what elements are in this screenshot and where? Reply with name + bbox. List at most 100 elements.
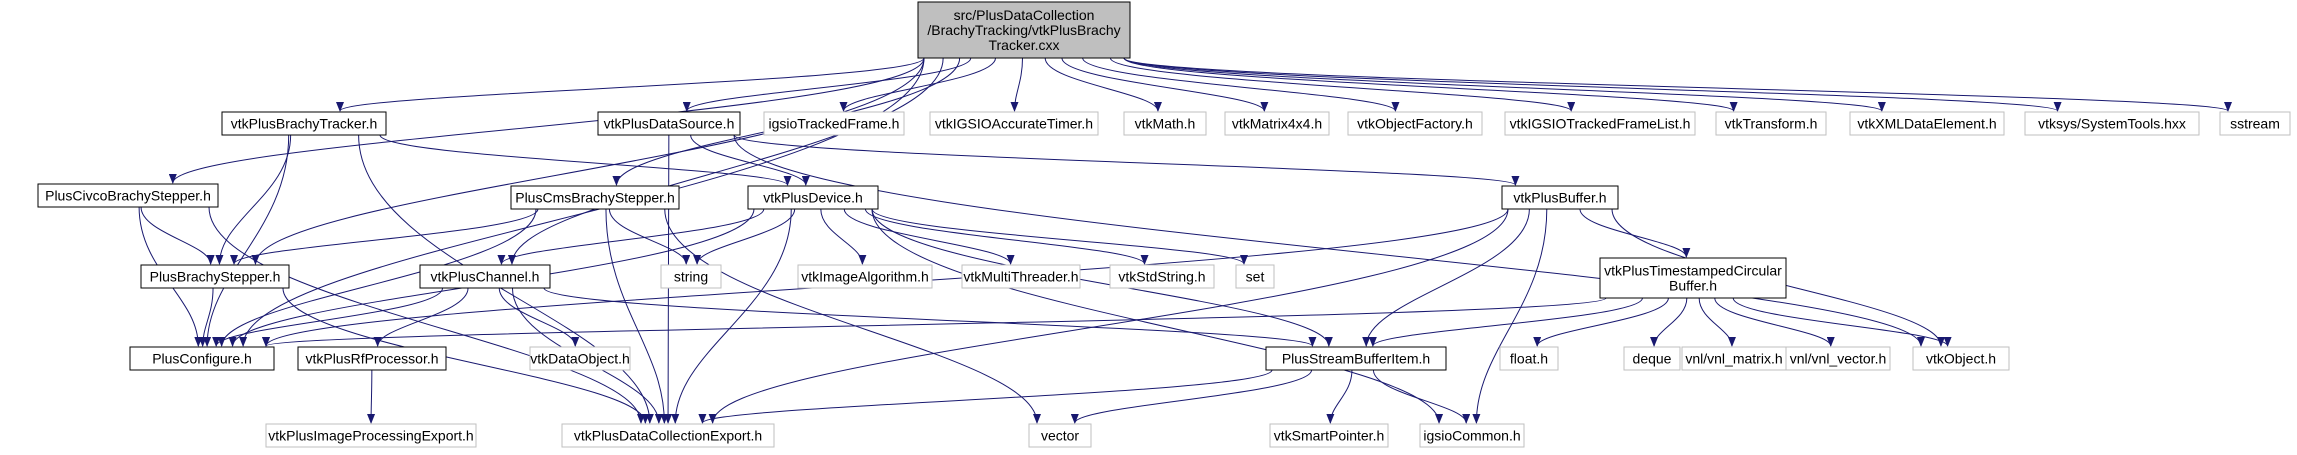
edge-root-to-vtksys-systemtools-hxx [1123, 57, 2062, 112]
node-label: Buffer.h [1669, 278, 1717, 294]
edge-root-to-vtkigsiotrackedframelist-h [1109, 57, 1575, 112]
node-box [37, 183, 219, 208]
node-pluscmsbrachystepper-h[interactable]: PlusCmsBrachyStepper.h [510, 185, 680, 210]
node-vtkplusbrachytracker-h[interactable]: vtkPlusBrachyTracker.h [221, 111, 387, 136]
node-box [1265, 346, 1447, 371]
edge-root-to-vtktransform-h [1123, 57, 1738, 112]
edge-root-to-plusbrachystepper-h [251, 57, 925, 265]
node-vector: vector [1028, 423, 1092, 448]
node-box [221, 111, 387, 136]
node-label: vtkStdString.h [1118, 269, 1205, 285]
node-label: igsioTrackedFrame.h [769, 116, 900, 132]
node-vtkimagealgorithm-h: vtkImageAlgorithm.h [797, 264, 933, 289]
edge-root-to-vtkpluschannel-h [508, 57, 944, 265]
node-box [1785, 346, 1891, 371]
node-label: vtkPlusTimestampedCircular [1604, 263, 1782, 279]
node-pluscivcobrachystepper-h[interactable]: PlusCivcoBrachyStepper.h [37, 183, 219, 208]
node-box [747, 185, 879, 210]
edge-root-to-plusconfigure-h [239, 57, 925, 347]
node-vnl-vnl-vector-h: vnl/vnl_vector.h [1785, 346, 1891, 371]
node-vtksmartpointer-h: vtkSmartPointer.h [1269, 423, 1389, 448]
edge-vtkplustimestampedcircularbuffer-h-to-deque [1650, 297, 1688, 347]
edge-pluscmsbrachystepper-h-to-string [608, 208, 691, 265]
edge-root-to-vtkobjectfactory-h [1082, 57, 1400, 112]
node-box [917, 1, 1131, 59]
node-label: vtkPlusDataSource.h [604, 116, 735, 132]
edge-root-to-vtkigsioaccuratetimer-h [1010, 57, 1023, 112]
node-vtkigsiotrackedframelist-h: vtkIGSIOTrackedFrameList.h [1504, 111, 1696, 136]
edge-root-to-vtkplusbrachytracker-h [336, 57, 925, 112]
edge-vtkplustimestampedcircularbuffer-h-to-vtkobject-h [1732, 297, 1952, 347]
node-plusstreambufferitem-h[interactable]: PlusStreamBufferItem.h [1265, 346, 1447, 371]
node-vtkplusbuffer-h[interactable]: vtkPlusBuffer.h [1501, 185, 1619, 210]
node-label: vnl/vnl_vector.h [1790, 351, 1887, 367]
node-vtkxmldataelement-h: vtkXMLDataElement.h [1849, 111, 2005, 136]
node-box [419, 264, 551, 289]
edge-pluscmsbrachystepper-h-to-plusbrachystepper-h [230, 208, 539, 265]
edge-vtkplusdevice-h-to-igsiocommon-h [871, 208, 1443, 424]
edge-root-to-vtkmatrix4x4-h [1061, 57, 1269, 112]
node-box [510, 185, 680, 210]
node-label: vtkTransform.h [1725, 116, 1818, 132]
node-label: vtkPlusDevice.h [763, 190, 863, 206]
edge-plusstreambufferitem-h-to-vtkplusdatacollectionexport-h [698, 369, 1273, 424]
node-vtktransform-h: vtkTransform.h [1715, 111, 1827, 136]
node-box [129, 346, 275, 371]
edge-vtkplusdevice-h-to-plusstreambufferitem-h [871, 208, 1333, 347]
node-label: vtkSmartPointer.h [1274, 428, 1385, 444]
node-box [1109, 264, 1215, 289]
node-label: PlusConfigure.h [152, 351, 252, 367]
node-box [1715, 111, 1827, 136]
node-box [1347, 111, 1483, 136]
node-root-file: src/PlusDataCollection/BrachyTracking/vt… [917, 1, 1131, 59]
node-vtkmath-h: vtkMath.h [1123, 111, 1207, 136]
node-box [797, 264, 933, 289]
dependency-edges [138, 57, 2232, 424]
node-box [763, 111, 905, 136]
edge-vtkplusdatasource-h-to-vtkplusbuffer-h [733, 134, 1520, 186]
edge-vtkpluschannel-h-to-plusconfigure-h [212, 287, 444, 347]
node-vnl-vnl-matrix-h: vnl/vnl_matrix.h [1681, 346, 1787, 371]
node-vtkplusdatasource-h[interactable]: vtkPlusDataSource.h [597, 111, 741, 136]
edge-vtkplusbuffer-h-to-plusstreambufferitem-h [1362, 208, 1530, 347]
node-label: string [674, 269, 708, 285]
edge-vtkplusbrachytracker-h-to-vtkplusdevice-h [379, 134, 792, 186]
node-box [1028, 423, 1092, 448]
edge-root-to-sstream [1123, 57, 2232, 112]
node-box [529, 346, 631, 371]
node-sstream: sstream [2219, 111, 2291, 136]
edge-vtkpluschannel-h-to-vtkplusrfprocessor-h [373, 287, 469, 347]
node-vtkplusrfprocessor-h[interactable]: vtkPlusRfProcessor.h [297, 346, 447, 371]
node-label: vtkPlusBuffer.h [1513, 190, 1606, 206]
node-label: igsioCommon.h [1423, 428, 1520, 444]
node-box [2219, 111, 2291, 136]
edge-plusbrachystepper-h-to-vtkplusdatacollectionexport-h [282, 287, 650, 424]
node-vtkplusdevice-h[interactable]: vtkPlusDevice.h [747, 185, 879, 210]
node-label: Tracker.cxx [988, 37, 1059, 53]
edge-vtkplusdevice-h-to-vtkplusdatacollectionexport-h [671, 208, 792, 424]
node-box [1499, 346, 1559, 371]
node-box [265, 423, 477, 448]
node-vtksys-systemtools-hxx: vtksys/SystemTools.hxx [2024, 111, 2200, 136]
node-set: set [1235, 264, 1275, 289]
node-label: vtkPlusChannel.h [431, 269, 540, 285]
node-plusconfigure-h[interactable]: PlusConfigure.h [129, 346, 275, 371]
node-label: vtkPlusRfProcessor.h [305, 351, 438, 367]
edge-vtkplusdatasource-h-to-vtkplusdevice-h [690, 134, 810, 186]
node-box [961, 264, 1081, 289]
node-box [597, 111, 741, 136]
edge-vtkplustimestampedcircularbuffer-h-to-float-h [1533, 297, 1669, 347]
node-igsiocommon-h: igsioCommon.h [1419, 423, 1525, 448]
node-box [1235, 264, 1275, 289]
node-label: vtkObject.h [1926, 351, 1996, 367]
node-label: src/PlusDataCollection [954, 7, 1095, 23]
edge-vtkplusdevice-h-to-vtkpluschannel-h [497, 208, 765, 265]
node-plusbrachystepper-h[interactable]: PlusBrachyStepper.h [140, 264, 290, 289]
edge-vtkplusdatasource-h-to-vtkplusdatacollectionexport-h [664, 134, 673, 424]
node-label: vector [1041, 428, 1079, 444]
node-box [2024, 111, 2200, 136]
node-box [929, 111, 1099, 136]
edge-vtkpluschannel-h-to-plusstreambufferitem-h [543, 287, 1317, 347]
node-vtkpluschannel-h[interactable]: vtkPlusChannel.h [419, 264, 551, 289]
